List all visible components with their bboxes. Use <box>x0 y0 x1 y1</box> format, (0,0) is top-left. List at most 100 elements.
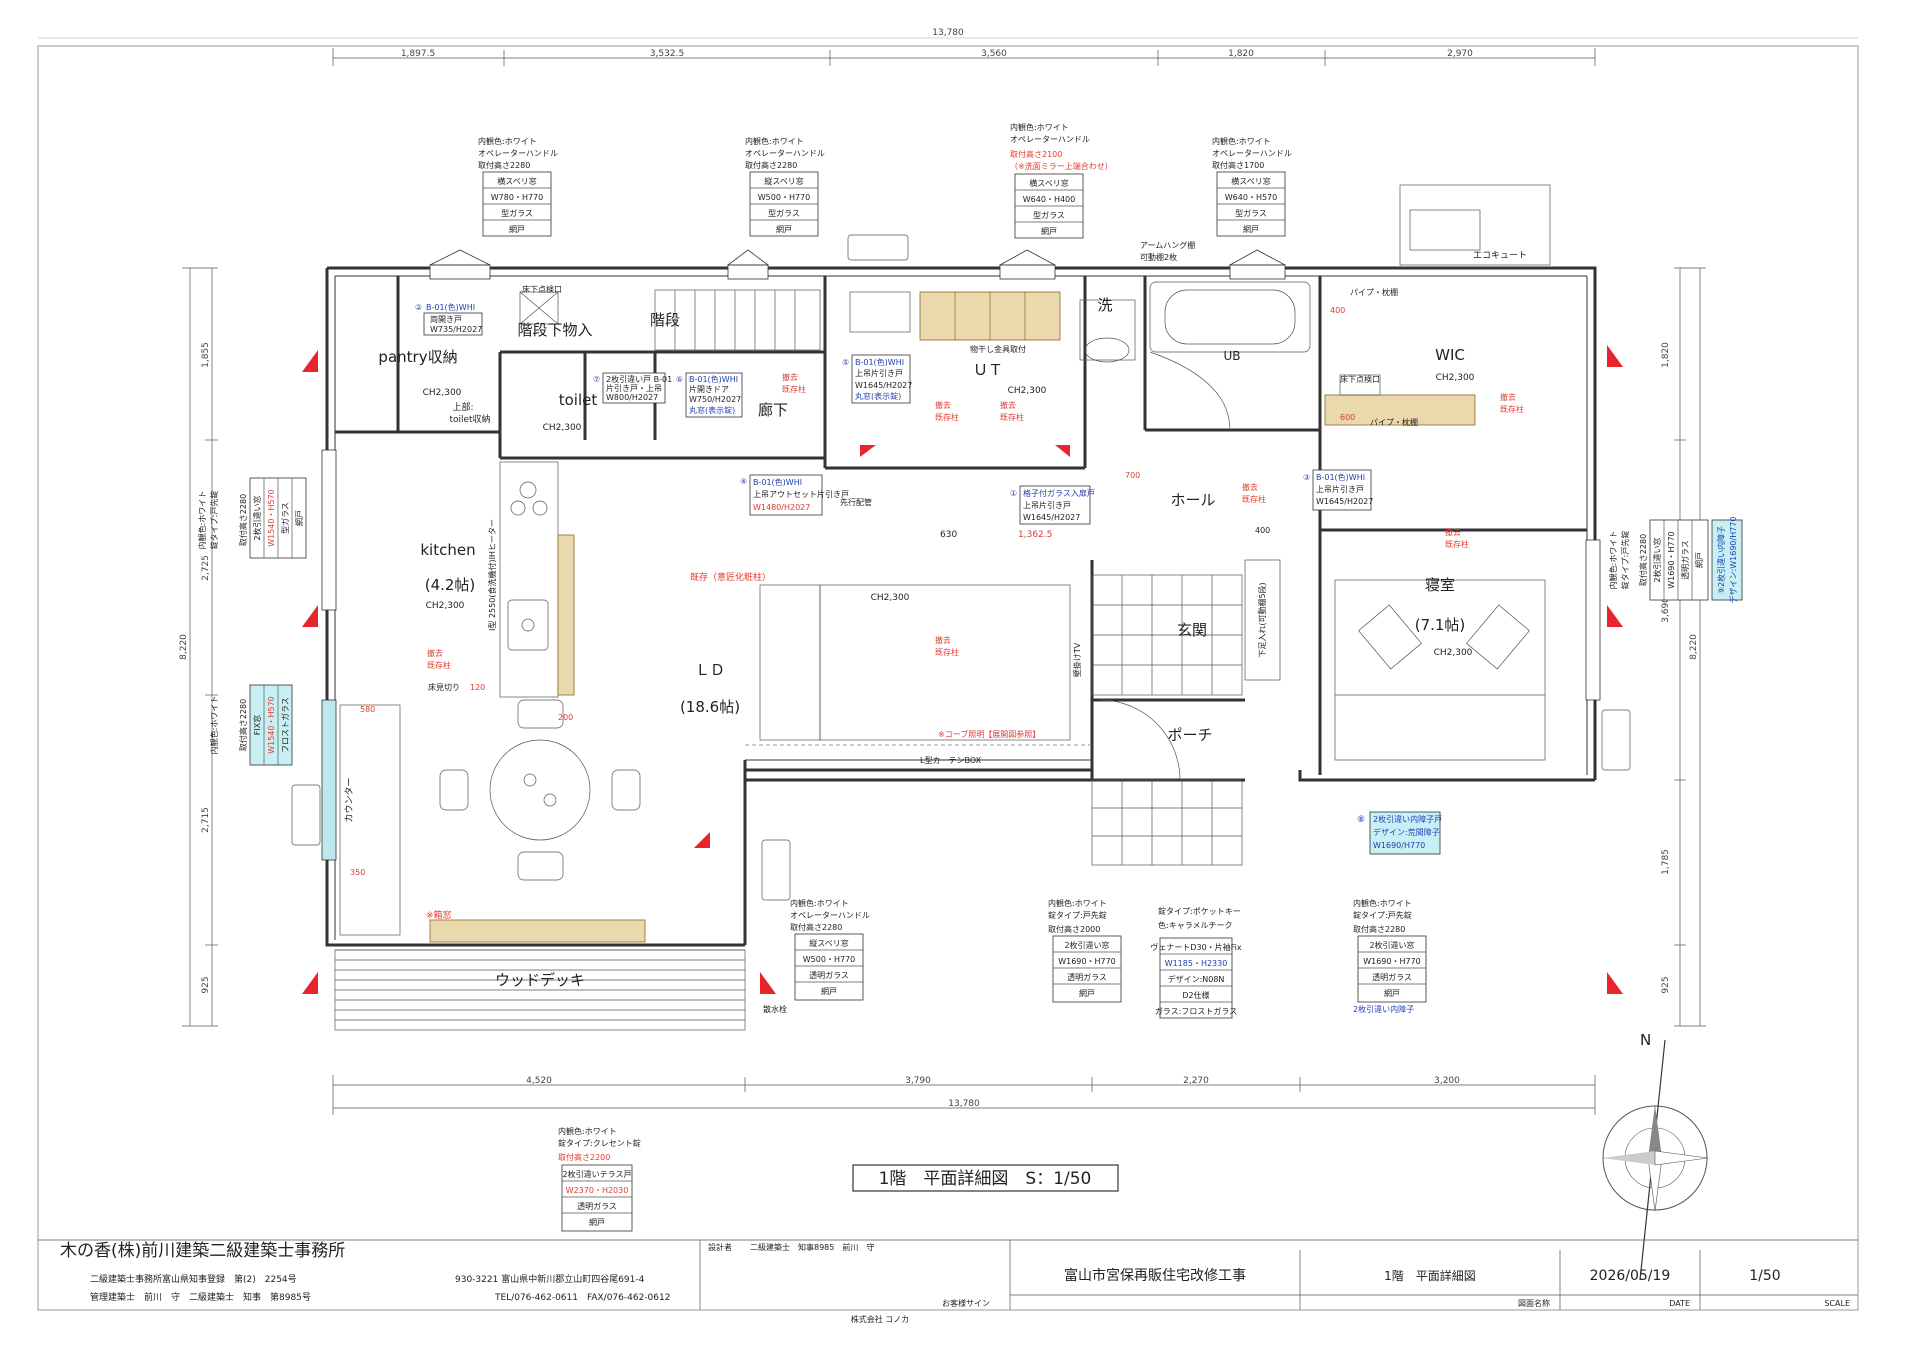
svg-text:上吊片引き戸: 上吊片引き戸 <box>855 368 903 378</box>
room-wic: WIC <box>1435 346 1465 364</box>
svg-text:W780・H770: W780・H770 <box>491 193 543 202</box>
svg-text:横スベリ窓: 横スベリ窓 <box>1231 176 1270 186</box>
designer-label: 設計者 <box>708 1242 732 1252</box>
svg-text:デザイン:W1690/H770: デザイン:W1690/H770 <box>1728 517 1738 604</box>
svg-text:網戸: 網戸 <box>1079 988 1095 998</box>
svg-text:透明ガラス: 透明ガラス <box>1067 972 1107 982</box>
svg-text:色:キャラメルチーク: 色:キャラメルチーク <box>1158 920 1232 930</box>
dim-top-5: 2,970 <box>1447 49 1473 59</box>
dimension-top: 1,897.5 3,532.5 3,560 1,820 2,970 <box>332 48 1596 66</box>
svg-text:D2仕様: D2仕様 <box>1182 990 1209 1000</box>
svg-text:デザイン:N08N: デザイン:N08N <box>1168 974 1225 984</box>
dim-left-3: 2,715 <box>201 807 211 833</box>
svg-text:（※洗面ミラー上端合わせ）: （※洗面ミラー上端合わせ） <box>1010 161 1113 171</box>
svg-text:片引き戸・上吊: 片引き戸・上吊 <box>606 383 662 393</box>
room-kitchen-size: (4.2帖) <box>425 576 476 594</box>
utility-cabinets <box>849 291 1136 363</box>
svg-text:透明ガラス: 透明ガラス <box>1680 540 1690 580</box>
title-box <box>852 1164 1119 1192</box>
room-deck: ウッドデッキ <box>495 971 585 989</box>
label-counter: カウンター <box>344 777 355 822</box>
drawing-date: 2026/05/19 <box>1590 1268 1671 1284</box>
room-ld: ＬＤ <box>695 661 725 679</box>
red-marks <box>302 345 1623 994</box>
svg-text:W500・H770: W500・H770 <box>758 193 810 202</box>
door-tag-1: ① 格子付ガラス入扉戸 上吊片引き戸 W1645/H2027 <box>1010 485 1095 525</box>
note-existing-6: 既存柱 <box>1500 404 1524 414</box>
svg-text:オペレーターハンドル: オペレーターハンドル <box>790 911 870 920</box>
note-existing-2: 既存柱 <box>935 412 959 422</box>
kitchen-counter <box>499 461 575 698</box>
room-bedroom: 寝室 <box>1425 576 1455 594</box>
dim-top-2: 3,532.5 <box>650 49 684 59</box>
svg-text:④: ④ <box>740 477 747 486</box>
wic-shelf <box>1324 394 1476 426</box>
dim-right-4: 925 <box>1661 976 1671 993</box>
svg-text:取付高さ1700: 取付高さ1700 <box>1212 160 1264 170</box>
svg-text:W1540・H570: W1540・H570 <box>267 489 276 547</box>
north-label: N <box>1640 1031 1651 1049</box>
svg-text:取付高さ2280: 取付高さ2280 <box>1638 534 1648 586</box>
window-spec-bottom-3: 錠タイプ:ポケットキー 色:キャラメルチーク ヴェナートD30・片袖Fix W1… <box>1150 906 1242 1019</box>
note-tv: 壁掛けTV <box>1072 642 1082 677</box>
svg-text:上吊片引き戸: 上吊片引き戸 <box>1316 484 1364 494</box>
note-wic-insp: 床下点検口 <box>1340 374 1380 384</box>
company-tel: TEL/076-462-0611 FAX/076-462-0612 <box>494 1293 670 1303</box>
window-spec-left-1: 内観色:ホワイト 錠タイプ:戸先錠 取付高さ2280 2枚引違い窓 W1540・… <box>197 477 307 559</box>
ecocute-unit: エコキュート <box>1399 184 1551 266</box>
dim-350: 350 <box>350 868 365 877</box>
svg-text:型ガラス: 型ガラス <box>280 502 290 534</box>
svg-text:内観色:ホワイト: 内観色:ホワイト <box>558 1126 617 1136</box>
svg-text:2枚引違い窓: 2枚引違い窓 <box>1652 537 1662 582</box>
svg-text:W800/H2027: W800/H2027 <box>606 393 658 402</box>
svg-text:B-01(色)WHI: B-01(色)WHI <box>689 374 738 384</box>
svg-text:W1645/H2027: W1645/H2027 <box>855 381 912 390</box>
svg-text:内観色:ホワイト: 内観色:ホワイト <box>197 491 207 550</box>
window-spec-left-2: 内観色:ホワイト 取付高さ2280 FIX窓 W1540・H570 フロストガラ… <box>209 684 293 766</box>
dim-600: 600 <box>1340 413 1355 422</box>
svg-text:上吊アウトセット片引き戸: 上吊アウトセット片引き戸 <box>753 489 849 499</box>
ceiling-ld: CH2,300 <box>871 593 910 603</box>
dimension-left: 1,855 2,725 2,715 925 8,220 <box>179 267 218 1027</box>
svg-text:縦スベリ窓: 縦スベリ窓 <box>809 938 848 948</box>
registration-1: 二級建築士事務所富山県知事登録 第(2) 2254号 <box>90 1273 297 1285</box>
svg-text:W640・H400: W640・H400 <box>1023 195 1075 204</box>
interior-walls <box>335 276 1587 780</box>
svg-text:⑤: ⑤ <box>842 358 849 367</box>
dim-bottom-3: 2,270 <box>1183 1076 1209 1086</box>
room-toilet: toilet <box>559 391 598 409</box>
svg-text:W1480/H2027: W1480/H2027 <box>753 503 810 512</box>
window-marks-top <box>429 249 1286 280</box>
wood-deck <box>334 949 746 1031</box>
svg-text:⑥: ⑥ <box>676 375 683 384</box>
company-address: 930-3221 富山県中新川郡立山町四谷尾691-4 <box>455 1273 645 1285</box>
dim-120: 120 <box>470 683 485 692</box>
note-pipe-shelf: パイプ・枕棚 <box>1370 417 1418 427</box>
ceiling-bedroom: CH2,300 <box>1434 648 1473 658</box>
svg-text:横スベリ窓: 横スベリ窓 <box>1029 178 1068 188</box>
svg-text:網戸: 網戸 <box>294 510 304 526</box>
svg-text:取付高さ2200: 取付高さ2200 <box>558 1152 610 1162</box>
svg-text:網戸: 網戸 <box>589 1217 605 1227</box>
svg-text:③: ③ <box>1303 473 1310 482</box>
room-kitchen: kitchen <box>420 541 475 559</box>
room-ub: UB <box>1223 349 1240 363</box>
ac-unit-right <box>1601 709 1631 771</box>
sheet-top-dim: 13,780 <box>932 28 964 38</box>
svg-text:W1690/H770: W1690/H770 <box>1373 841 1425 850</box>
svg-text:オペレーターハンドル: オペレーターハンドル <box>478 149 558 158</box>
dim-580: 580 <box>360 705 375 714</box>
note-existing-1: 既存柱 <box>782 384 806 394</box>
svg-text:FIX窓: FIX窓 <box>252 715 262 735</box>
svg-text:内観色:ホワイト: 内観色:ホワイト <box>1608 531 1618 590</box>
window-spec-right: 内観色:ホワイト 錠タイプ:戸先錠 取付高さ2280 2枚引違い窓 W1690・… <box>1608 517 1743 604</box>
dim-right-total: 8,220 <box>1689 634 1699 660</box>
door-tag-4: ④ B-01(色)WHI 上吊アウトセット片引き戸 W1480/H2027 <box>740 474 849 516</box>
svg-text:網戸: 網戸 <box>821 986 837 996</box>
note-remove-5: 撤去 <box>1445 527 1461 537</box>
svg-text:網戸: 網戸 <box>1243 224 1259 234</box>
note-existing-8: 既存柱 <box>427 660 451 670</box>
room-porch: ポーチ <box>1167 726 1212 744</box>
svg-text:ヴェナートD30・片袖Fix: ヴェナートD30・片袖Fix <box>1150 942 1242 952</box>
svg-text:②: ② <box>415 303 422 312</box>
